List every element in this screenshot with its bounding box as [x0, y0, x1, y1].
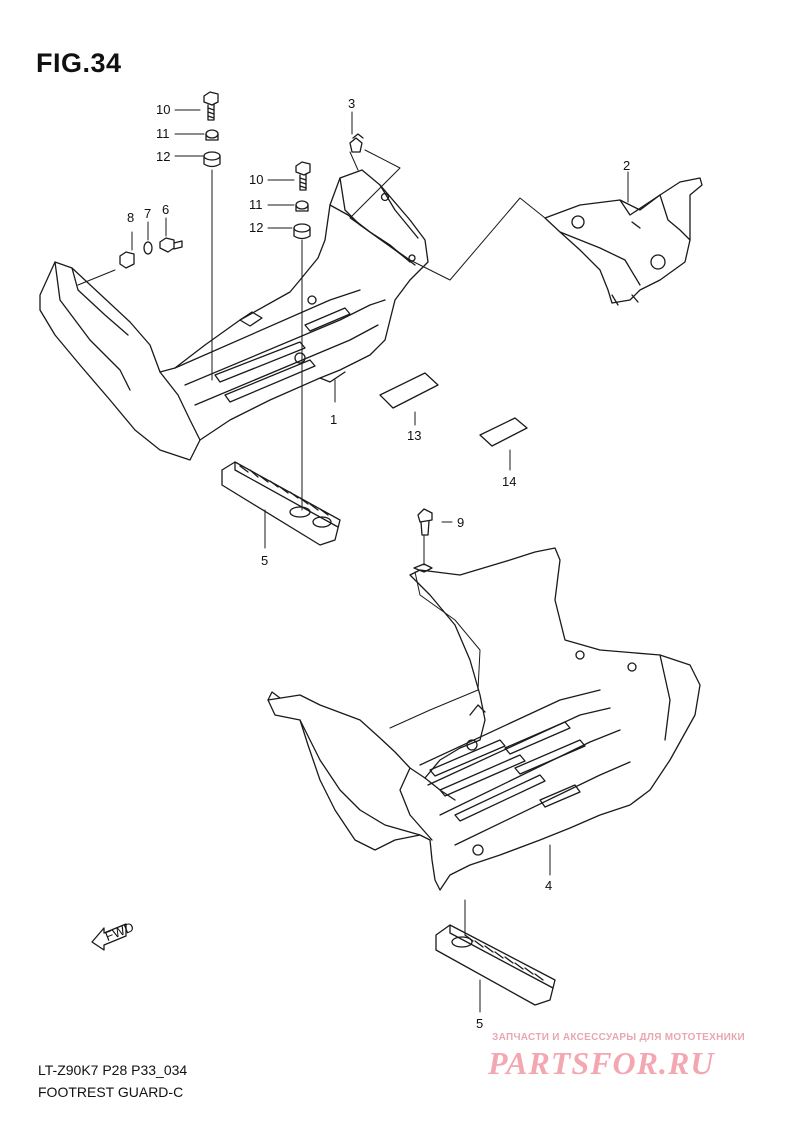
- hardware-6-7-8: [119, 237, 183, 269]
- callout-5: 5: [261, 553, 268, 568]
- part-4-footrest-guard: [267, 547, 701, 891]
- callout-2: 2: [623, 158, 630, 173]
- callout-labels: 10 11 12 10 11 12 8 7 6 3 2 1 13 14 5 9 …: [127, 96, 630, 1031]
- leader-lines: [77, 109, 629, 1013]
- callout-7: 7: [144, 206, 151, 221]
- part-5-footrest-rubber-upper: [221, 461, 341, 546]
- figure-title: FIG.34: [36, 48, 122, 78]
- model-code: LT-Z90K7 P28 P33_034: [38, 1062, 188, 1078]
- part-3-clip: [349, 133, 364, 153]
- callout-6: 6: [162, 202, 169, 217]
- callout-11: 11: [249, 197, 263, 212]
- callout-10: 10: [249, 172, 263, 187]
- fwd-arrow-icon: FWD: [91, 919, 136, 951]
- part-13-pad: [379, 372, 439, 409]
- callout-4: 4: [545, 878, 552, 893]
- callout-3: 3: [348, 96, 355, 111]
- fwd-text: FWD: [103, 919, 136, 944]
- part-14-pad: [479, 417, 528, 447]
- callout-14: 14: [502, 474, 516, 489]
- callout-13: 13: [407, 428, 421, 443]
- figure-caption: FOOTREST GUARD-C: [38, 1084, 184, 1100]
- callout-12: 12: [156, 149, 170, 164]
- hardware-left-stack: [203, 91, 221, 168]
- part-9-clip: [413, 508, 433, 573]
- callout-10: 10: [156, 102, 170, 117]
- callout-1: 1: [330, 412, 337, 427]
- part-2-bracket: [544, 177, 703, 306]
- part-1-footrest-guard: [39, 169, 429, 461]
- callout-9: 9: [457, 515, 464, 530]
- watermark-subtitle: ЗАПЧАСТИ И АКСЕССУАРЫ ДЛЯ МОТОТЕХНИКИ: [492, 1032, 745, 1043]
- hardware-center-stack: [293, 161, 311, 240]
- callout-5: 5: [476, 1016, 483, 1031]
- part-5-footrest-rubber-lower: [435, 924, 556, 1006]
- callout-11: 11: [156, 126, 170, 141]
- callout-8: 8: [127, 210, 134, 225]
- watermark-brand: PARTSFOR.RU: [488, 1045, 715, 1081]
- callout-12: 12: [249, 220, 263, 235]
